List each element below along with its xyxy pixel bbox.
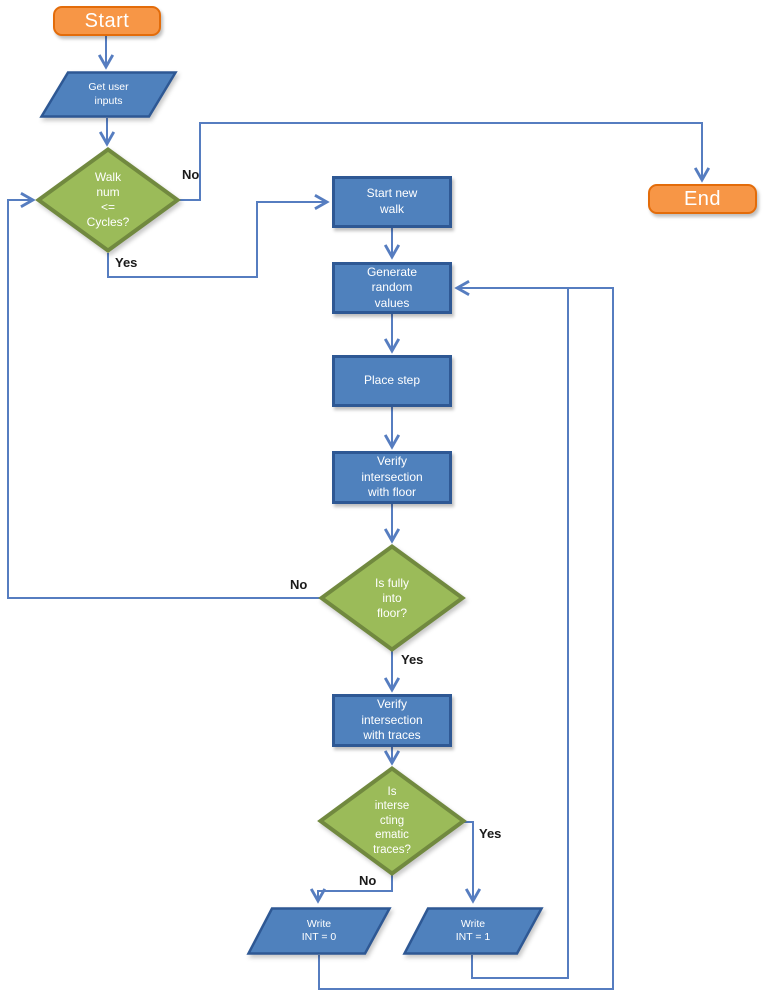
node-generate-random-values: Generate random values: [332, 262, 452, 314]
edge-write-int-1-loop-join: [471, 288, 569, 979]
edge-label-walk-no: No: [182, 167, 200, 182]
edge-label-floor-yes: Yes: [401, 652, 424, 667]
edge-label-traces-no: No: [359, 873, 377, 888]
edge-traces-no-to-write-int-0: [309, 875, 393, 904]
node-write-int-1: [402, 907, 544, 955]
node-verify-intersection-floor: Verify intersection with floor: [332, 451, 452, 504]
node-end-label: End: [683, 187, 722, 210]
node-end: End: [648, 184, 757, 214]
node-verify-intersection-floor-label: Verify intersection with floor: [361, 454, 423, 500]
edge-walk-yes-to-start-new-walk: [107, 193, 330, 278]
node-write-int-0: [246, 907, 392, 955]
node-start: Start: [53, 6, 161, 36]
node-traces-decision: [317, 766, 467, 876]
node-generate-random-values-label: Generate random values: [366, 264, 418, 310]
node-floor-decision: [318, 544, 466, 652]
edge-walk-no-to-end: [179, 122, 711, 201]
node-walk-decision: [35, 147, 181, 253]
node-verify-intersection-traces: Verify intersection with traces: [332, 694, 452, 747]
edge-label-walk-yes: Yes: [115, 255, 138, 270]
node-start-new-walk-label: Start new walk: [366, 186, 418, 216]
edge-label-floor-no: No: [290, 577, 308, 592]
node-place-step: Place step: [332, 355, 452, 407]
edge-floor-no-to-walk-decision: [7, 191, 320, 599]
node-verify-intersection-traces-label: Verify intersection with traces: [361, 697, 423, 743]
node-get-user-inputs: [39, 71, 178, 118]
edge-write-int-0-loop-to-generate: [318, 279, 614, 990]
node-start-label: Start: [84, 9, 130, 32]
edge-traces-yes-to-write-int-1: [463, 821, 482, 904]
node-start-new-walk: Start new walk: [332, 176, 452, 228]
node-place-step-label: Place step: [363, 373, 421, 388]
edge-label-traces-yes: Yes: [479, 826, 502, 841]
